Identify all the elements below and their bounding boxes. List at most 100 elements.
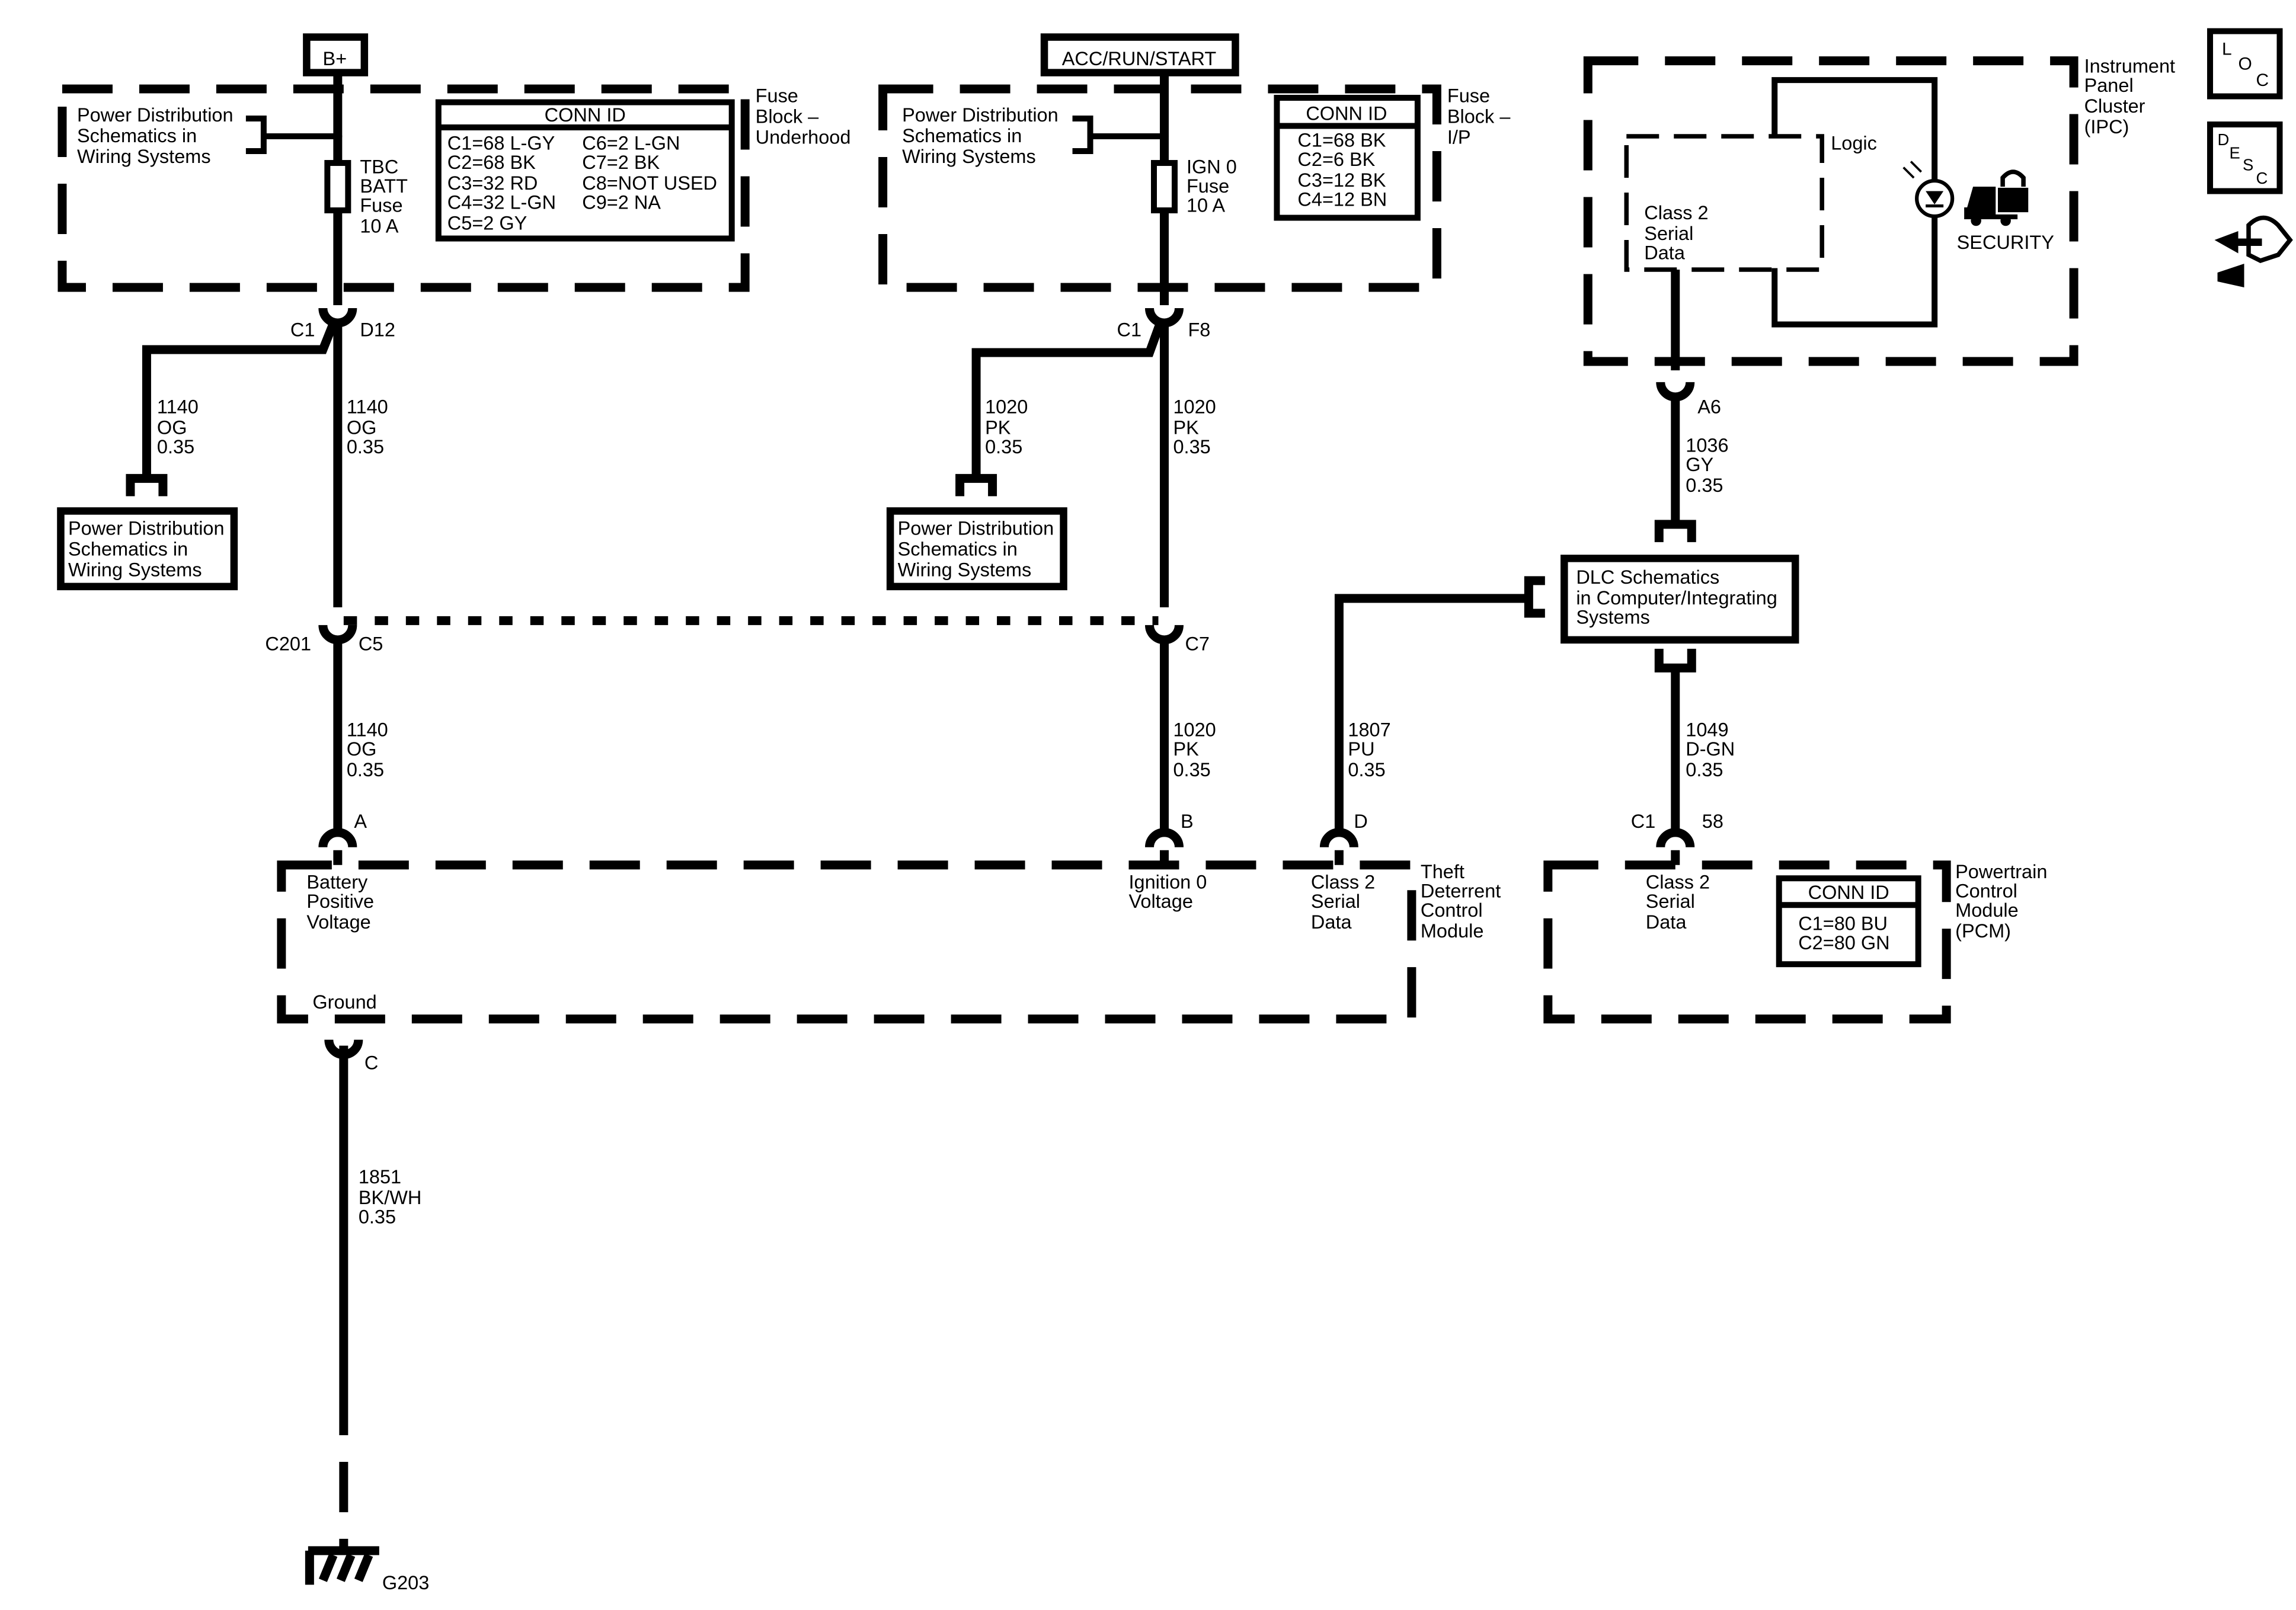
- instrument-panel-cluster: Instrument Panel Cluster (IPC) Logic Cla…: [1583, 56, 2175, 366]
- diagram-text: C: [2256, 71, 2269, 90]
- diagram-text: D-GN: [1686, 738, 1735, 760]
- security-label: SECURITY: [1957, 232, 2054, 253]
- diagram-text: C2=6 BK: [1297, 149, 1375, 170]
- dlc-schematics-ref-box[interactable]: DLC Schematics in Computer/Integrating S…: [1560, 555, 1799, 644]
- diagram-text: 0.35: [1173, 436, 1210, 457]
- diagram-text: 0.35: [359, 1206, 396, 1228]
- power-distribution-ref-ip: Power Distribution Schematics in Wiring …: [902, 104, 1059, 167]
- diagram-text: C8=NOT USED: [582, 172, 717, 194]
- fuse-block-ip-title: Fuse Block – I/P: [1447, 85, 1511, 148]
- diagram-text: C: [2256, 169, 2268, 187]
- diagram-text: 1020: [1173, 396, 1216, 417]
- wire-1020-main: [1145, 72, 1184, 865]
- power-distribution-ref-box-left[interactable]: Power Distribution Schematics in Wiring …: [57, 507, 238, 591]
- diagram-text: C4=12 BN: [1297, 189, 1387, 210]
- diagram-text: Power Distribution: [68, 517, 225, 539]
- diagram-text: Fuse: [756, 85, 798, 107]
- pcm-title: Powertrain Control Module (PCM): [1955, 861, 2047, 942]
- connector-hand-icon[interactable]: [2214, 215, 2293, 287]
- wire-label-1049: 1049 D-GN 0.35: [1686, 719, 1735, 780]
- diagram-text: Block –: [1447, 106, 1511, 127]
- fuse-block-underhood: Fuse Block – Underhood Power Distributio…: [57, 84, 851, 292]
- pin-c7: C7: [1185, 633, 1210, 654]
- diagram-text: Instrument: [2084, 56, 2175, 77]
- diagram-text: C1=68 L-GY: [447, 133, 555, 154]
- diagram-text: 0.35: [1348, 759, 1385, 780]
- diagram-text: 1049: [1686, 719, 1728, 740]
- diagram-text: C9=2 NA: [582, 192, 661, 213]
- wire-label-1140-lower: 1140 OG 0.35: [347, 719, 388, 780]
- loc-icon[interactable]: L O C: [2207, 28, 2283, 100]
- wire-1851-ground: [305, 1039, 379, 1585]
- diagram-text: Powertrain: [1955, 861, 2047, 882]
- diagram-text: Underhood: [756, 127, 851, 148]
- power-distribution-ref: Power Distribution Schematics in Wiring …: [77, 104, 234, 167]
- pcm-serial-data: Class 2 Serial Data: [1646, 872, 1710, 933]
- diagram-text: 0.35: [1173, 759, 1210, 780]
- pin-a: A: [354, 811, 367, 832]
- diagram-text: 1036: [1686, 434, 1728, 456]
- diagram-text: Block –: [756, 106, 819, 127]
- diagram-text: PK: [1173, 738, 1199, 760]
- diagram-text: 1140: [157, 396, 199, 417]
- pin-d: D: [1354, 811, 1367, 832]
- diagram-text: C6=2 L-GN: [582, 133, 680, 154]
- diagram-text: C1=68 BK: [1297, 130, 1386, 151]
- diagram-text: OG: [347, 417, 377, 438]
- diagram-text: Cluster: [2084, 95, 2145, 117]
- diagram-text: Wiring Systems: [898, 559, 1032, 580]
- diagram-text: (IPC): [2084, 116, 2129, 137]
- security-car-lock-icon: [1964, 169, 2030, 226]
- diagram-text: C5=2 GY: [447, 213, 527, 234]
- diagram-text: C2=68 BK: [447, 152, 536, 173]
- diagram-text: Wiring Systems: [68, 559, 202, 580]
- diagram-text: Theft: [1421, 861, 1464, 882]
- diagram-text: Data: [1644, 242, 1686, 263]
- diagram-text: 0.35: [1686, 759, 1723, 780]
- power-distribution-ref-box-mid[interactable]: Power Distribution Schematics in Wiring …: [886, 507, 1067, 591]
- pin-c5: C5: [359, 633, 383, 654]
- diagram-text: CONN ID: [1808, 882, 1889, 903]
- diagram-text: Class 2: [1644, 202, 1708, 223]
- diagram-text: PU: [1348, 738, 1374, 760]
- wire-1049: [1654, 648, 1696, 865]
- diagram-text: 1140: [347, 396, 388, 417]
- diagram-text: 0.35: [347, 436, 384, 457]
- acc-run-start-source: ACC/RUN/START: [1040, 33, 1239, 76]
- diagram-text: Serial: [1646, 891, 1695, 912]
- diagram-text: Fuse: [1447, 85, 1490, 107]
- diagram-text: BATT: [360, 175, 408, 197]
- wire-label-1851: 1851 BK/WH 0.35: [359, 1166, 421, 1227]
- wire-label-1807: 1807 PU 0.35: [1348, 719, 1390, 780]
- wire-label-1020-lower: 1020 PK 0.35: [1173, 719, 1216, 780]
- pin-f8: F8: [1188, 319, 1210, 340]
- diagram-text: 1020: [1173, 719, 1216, 740]
- diagram-text: Schematics in: [898, 538, 1018, 559]
- diagram-text: TBC: [360, 156, 398, 178]
- pin-c1-pcm: C1: [1631, 811, 1656, 832]
- pin-c1-underhood: C1: [290, 319, 315, 340]
- wire-label-1140-branch: 1140 OG 0.35: [157, 396, 199, 457]
- pin-58: 58: [1702, 811, 1723, 832]
- wire-label-1020-branch: 1020 PK 0.35: [985, 396, 1028, 457]
- desc-icon[interactable]: D E S C: [2207, 121, 2283, 194]
- ground-icon: [305, 1546, 379, 1585]
- diagram-text: 1020: [985, 396, 1028, 417]
- diagram-text: C2=80 GN: [1798, 932, 1889, 953]
- diagram-text: PK: [985, 417, 1011, 438]
- wire-label-1036: 1036 GY 0.35: [1686, 434, 1728, 495]
- diagram-text: Fuse: [1187, 175, 1229, 197]
- diagram-text: C3=12 BK: [1297, 169, 1386, 191]
- logic-label: Logic: [1831, 133, 1877, 154]
- wire-labels: 1140 OG 0.35 1140 OG 0.35 1020 PK 0.35 1…: [157, 396, 1735, 1227]
- diagram-text: Power Distribution: [898, 517, 1054, 539]
- ipc-title: Instrument Panel Cluster (IPC): [2084, 56, 2175, 137]
- diagram-text: Power Distribution: [77, 104, 234, 126]
- diagram-text: Voltage: [1129, 891, 1193, 912]
- powertrain-control-module: Powertrain Control Module (PCM) Class 2 …: [1543, 860, 2047, 1024]
- diagram-text: BK/WH: [359, 1187, 421, 1208]
- wire-1140-branch: [126, 318, 339, 497]
- theft-deterrent-module: Theft Deterrent Control Module Battery P…: [277, 860, 1501, 1024]
- ign0-fuse-label: IGN 0 Fuse 10 A: [1187, 156, 1237, 216]
- diagram-text: 0.35: [157, 436, 194, 457]
